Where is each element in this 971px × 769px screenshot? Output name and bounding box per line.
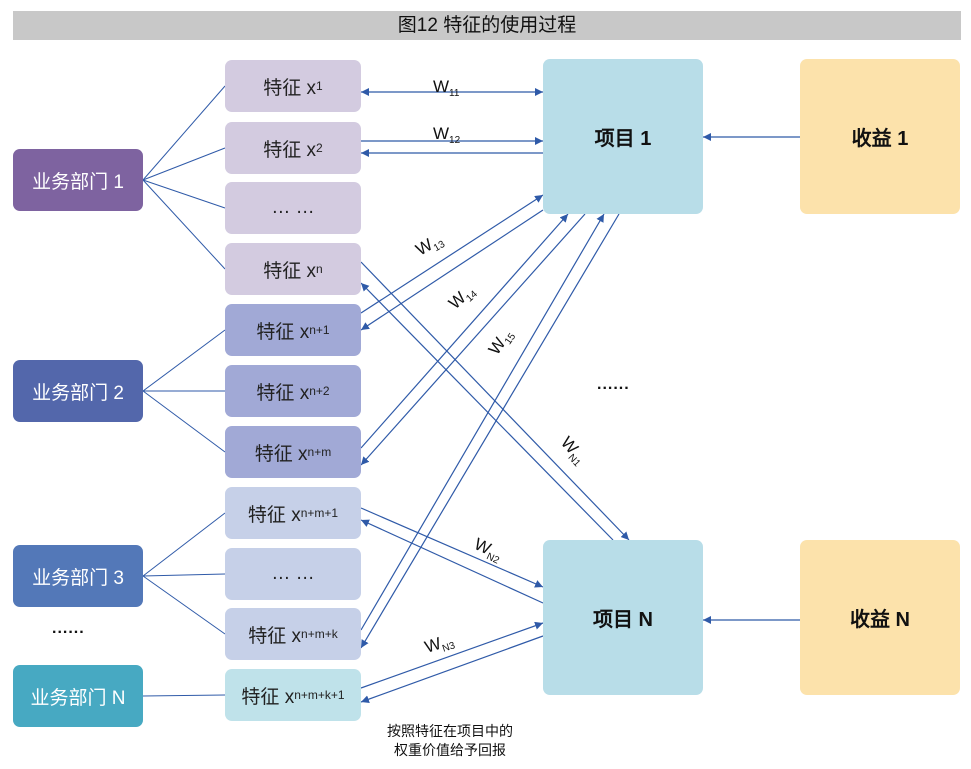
project-1-label: 项目 1 bbox=[594, 128, 652, 150]
weight-label-main: W bbox=[557, 433, 582, 458]
weight-arrow bbox=[360, 621, 544, 689]
projects-ellipsis: ...... bbox=[597, 376, 630, 393]
weight-label-main: W bbox=[433, 77, 449, 96]
weight-arrow bbox=[360, 635, 544, 704]
feature-label: 特征 x bbox=[254, 443, 308, 465]
figure-title: 图12 特征的使用过程 bbox=[13, 11, 961, 40]
department-feature-link bbox=[142, 329, 226, 392]
revenue-1: 收益 1 bbox=[800, 59, 960, 214]
weight-arrow bbox=[360, 507, 544, 588]
weight-arrow bbox=[360, 213, 620, 649]
department-feature-link bbox=[142, 85, 226, 181]
weight-label-sub: 11 bbox=[449, 88, 460, 99]
feature-subscript: n+m+1 bbox=[300, 506, 339, 520]
feature-label: 特征 x bbox=[248, 625, 302, 647]
weight-arrow bbox=[360, 213, 605, 631]
department-1-label: 业务部门 1 bbox=[32, 171, 124, 193]
department-n: 业务部门 N bbox=[13, 665, 143, 727]
weight-label-sub: 13 bbox=[432, 239, 448, 254]
reward-note: 按照特征在项目中的 权重价值给予回报 bbox=[355, 722, 545, 760]
weight-label-sub: N2 bbox=[485, 551, 502, 567]
department-feature-link bbox=[142, 575, 226, 635]
project-1: 项目 1 bbox=[543, 59, 703, 214]
revenue-n-label: 收益 N bbox=[850, 609, 910, 631]
weight-label: W14 bbox=[445, 280, 480, 315]
weight-label: W11 bbox=[433, 77, 460, 99]
feature-label: … … bbox=[271, 563, 315, 584]
department-feature-link bbox=[142, 179, 226, 270]
department-2: 业务部门 2 bbox=[13, 360, 143, 422]
feature-label: 特征 x bbox=[256, 321, 310, 343]
feature-label: 特征 x bbox=[247, 504, 301, 526]
weight-label-main: W bbox=[445, 288, 470, 313]
feature-label: 特征 x bbox=[263, 139, 317, 161]
project-n-label: 项目 N bbox=[593, 609, 653, 631]
revenue-n: 收益 N bbox=[800, 540, 960, 695]
feature-subscript: 1 bbox=[316, 79, 323, 93]
weight-label-main: W bbox=[471, 534, 494, 558]
weight-label: WN3 bbox=[422, 630, 457, 660]
department-feature-link bbox=[142, 390, 226, 453]
department-n-label: 业务部门 N bbox=[30, 687, 126, 709]
weight-label: WN1 bbox=[555, 433, 591, 469]
departments-ellipsis: ...... bbox=[52, 620, 85, 637]
weight-label: W12 bbox=[433, 124, 461, 146]
department-3-label: 业务部门 3 bbox=[32, 567, 124, 589]
department-feature-link bbox=[142, 147, 226, 181]
weight-arrow bbox=[360, 213, 586, 466]
weight-label: W13 bbox=[413, 229, 448, 262]
project-n: 项目 N bbox=[543, 540, 703, 695]
weight-label: W15 bbox=[485, 325, 519, 360]
feature-box: … … bbox=[225, 548, 361, 600]
weight-arrow bbox=[360, 261, 630, 541]
department-feature-link bbox=[142, 694, 226, 697]
feature-label: 特征 x bbox=[241, 686, 295, 708]
department-feature-link bbox=[142, 179, 226, 209]
weight-label-main: W bbox=[433, 124, 449, 143]
feature-label: … … bbox=[271, 197, 315, 218]
department-feature-link bbox=[142, 573, 226, 577]
weight-arrow bbox=[360, 213, 569, 449]
weight-label: WN2 bbox=[470, 534, 506, 566]
feature-subscript: n+m+k+1 bbox=[294, 688, 345, 702]
feature-subscript: n+m+k bbox=[301, 627, 338, 641]
revenue-1-label: 收益 1 bbox=[851, 128, 909, 150]
department-3: 业务部门 3 bbox=[13, 545, 143, 607]
feature-subscript: n+2 bbox=[309, 384, 330, 398]
feature-subscript: n+1 bbox=[309, 323, 330, 337]
weight-arrow bbox=[360, 282, 614, 541]
feature-label: 特征 x bbox=[263, 77, 317, 99]
weight-label-sub: N3 bbox=[441, 640, 457, 655]
reward-note-line-1: 按照特征在项目中的 bbox=[387, 723, 513, 739]
feature-subscript: n bbox=[316, 262, 323, 276]
weight-arrow bbox=[360, 519, 544, 604]
weight-label-main: W bbox=[422, 634, 443, 657]
feature-subscript: n+m bbox=[307, 445, 332, 459]
weight-arrow bbox=[360, 209, 544, 331]
department-feature-link bbox=[142, 512, 226, 577]
department-1: 业务部门 1 bbox=[13, 149, 143, 211]
feature-label: 特征 x bbox=[256, 382, 310, 404]
department-2-label: 业务部门 2 bbox=[32, 382, 124, 404]
feature-subscript: 2 bbox=[316, 141, 323, 155]
weight-label-sub: 12 bbox=[449, 135, 461, 146]
feature-box: … … bbox=[225, 182, 361, 234]
reward-note-line-2: 权重价值给予回报 bbox=[394, 742, 506, 758]
feature-label: 特征 x bbox=[263, 260, 317, 282]
